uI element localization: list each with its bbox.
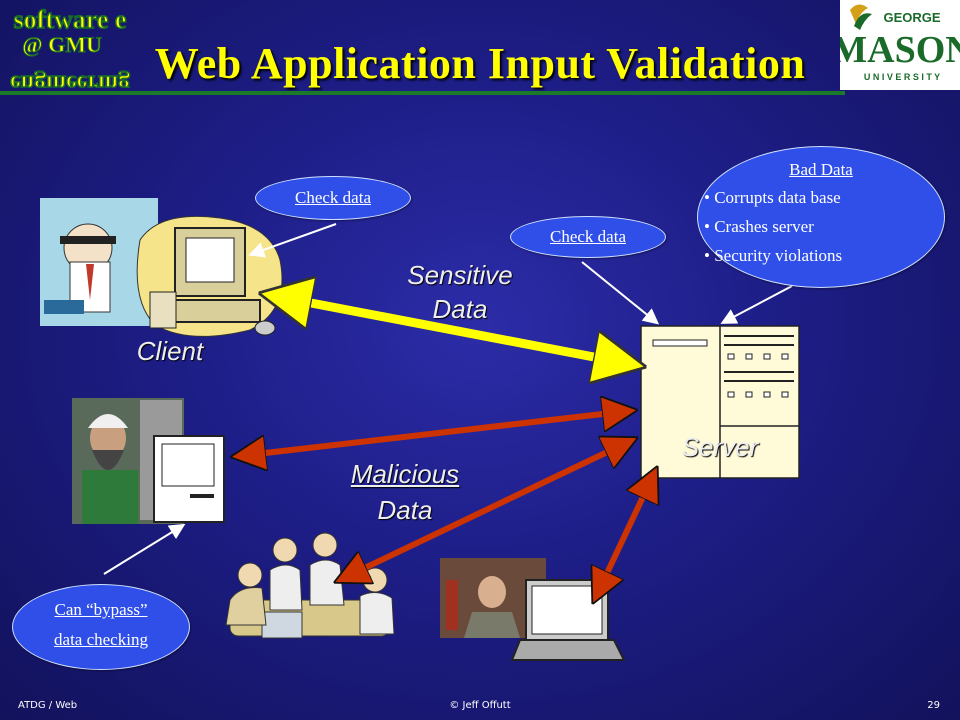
footer-center: © Jeff Offutt xyxy=(449,700,511,711)
group-of-people-clipart xyxy=(225,532,395,639)
server-label: Server xyxy=(681,432,759,462)
george-mason-logo: GEORGE MASON U N I V E R S I T Y xyxy=(831,0,960,90)
server-check-data-text: Check data xyxy=(550,227,626,246)
logo-mason: MASON xyxy=(840,29,960,71)
malicious-computer-icon xyxy=(153,435,225,523)
dilbert-cartoon-image xyxy=(40,198,158,326)
malicious-data-label: Malicious Data xyxy=(350,459,460,525)
bad-data-item: • Corrupts data base xyxy=(704,188,841,207)
bad-data-item: • Crashes server xyxy=(704,217,814,236)
footer-left: ATDG / Web xyxy=(18,700,78,711)
client-label: Client xyxy=(136,336,204,366)
laptop-icon xyxy=(510,579,626,661)
server-icon xyxy=(640,325,800,479)
bad-data-heading: Bad Data xyxy=(789,160,853,179)
title-divider xyxy=(0,91,845,95)
client-check-data-text: Check data xyxy=(295,188,371,207)
logo-university: U N I V E R S I T Y xyxy=(864,72,940,82)
bypass-line-1: Can “bypass” xyxy=(54,600,148,619)
bypass-callout: Can “bypass” data checking xyxy=(12,584,190,670)
pointer-bad-data xyxy=(720,285,793,324)
footer-page-number: 29 xyxy=(927,700,940,711)
pointer-client-check xyxy=(248,223,337,258)
pointer-server-check xyxy=(581,261,660,325)
client-computer-icon xyxy=(136,215,283,337)
pointer-bypass xyxy=(103,523,186,575)
logo-text-mid: @ GMU xyxy=(22,32,102,57)
logo-text-top: software e xyxy=(14,5,127,34)
bad-data-item: • Security violations xyxy=(704,246,843,265)
sensitive-data-arrow xyxy=(285,298,620,362)
malicious-arrow-1 xyxy=(248,412,620,455)
malicious-arrow-3 xyxy=(600,482,650,588)
server-check-data-callout: Check data xyxy=(510,216,666,258)
slide-title: Web Application Input Validation xyxy=(154,39,806,88)
bypass-line-2: data checking xyxy=(54,630,148,649)
sensitive-data-label: Sensitive Data xyxy=(407,260,513,324)
logo-george: GEORGE xyxy=(883,10,940,25)
client-check-data-callout: Check data xyxy=(255,176,411,220)
bad-data-callout: Bad Data • Corrupts data base • Crashes … xyxy=(697,146,945,288)
malicious-arrow-2 xyxy=(350,445,622,575)
